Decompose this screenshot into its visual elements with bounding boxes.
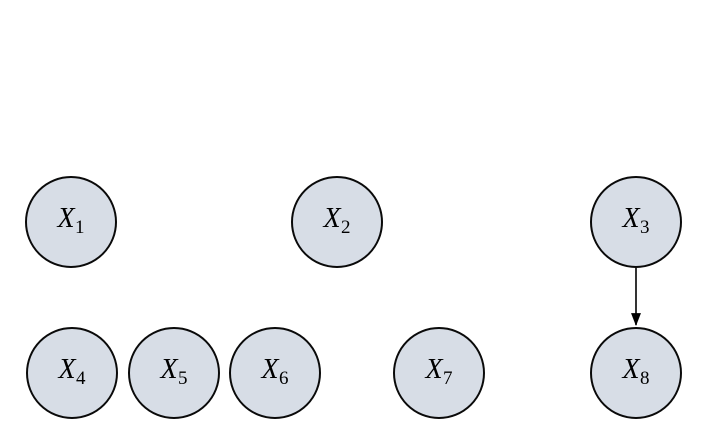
- node-x6-subscript: 6: [279, 368, 289, 390]
- node-x8-label: X8: [622, 353, 650, 390]
- node-x2-label: X2: [323, 202, 351, 239]
- node-x2-subscript: 2: [341, 217, 351, 239]
- node-x5[interactable]: X5: [128, 327, 220, 419]
- node-x4-subscript: 4: [76, 368, 86, 390]
- node-x3-subscript: 3: [640, 217, 650, 239]
- node-x6-variable: X: [261, 353, 279, 385]
- node-x7-subscript: 7: [443, 368, 453, 390]
- node-x4[interactable]: X4: [26, 327, 118, 419]
- node-x7-label: X7: [425, 353, 453, 390]
- node-x1-subscript: 1: [75, 217, 85, 239]
- node-x8-subscript: 8: [640, 368, 650, 390]
- node-x3[interactable]: X3: [590, 176, 682, 268]
- node-x2[interactable]: X2: [291, 176, 383, 268]
- node-x3-variable: X: [622, 202, 640, 234]
- node-x3-label: X3: [622, 202, 650, 239]
- node-x1-variable: X: [57, 202, 75, 234]
- node-x8[interactable]: X8: [590, 327, 682, 419]
- node-x5-label: X5: [160, 353, 188, 390]
- node-x6-label: X6: [261, 353, 289, 390]
- node-x5-subscript: 5: [178, 368, 188, 390]
- node-x1-label: X1: [57, 202, 85, 239]
- node-x1[interactable]: X1: [25, 176, 117, 268]
- node-x4-variable: X: [58, 353, 76, 385]
- node-x7-variable: X: [425, 353, 443, 385]
- node-x5-variable: X: [160, 353, 178, 385]
- node-x8-variable: X: [622, 353, 640, 385]
- node-x4-label: X4: [58, 353, 86, 390]
- node-x7[interactable]: X7: [393, 327, 485, 419]
- node-x6[interactable]: X6: [229, 327, 321, 419]
- node-x2-variable: X: [323, 202, 341, 234]
